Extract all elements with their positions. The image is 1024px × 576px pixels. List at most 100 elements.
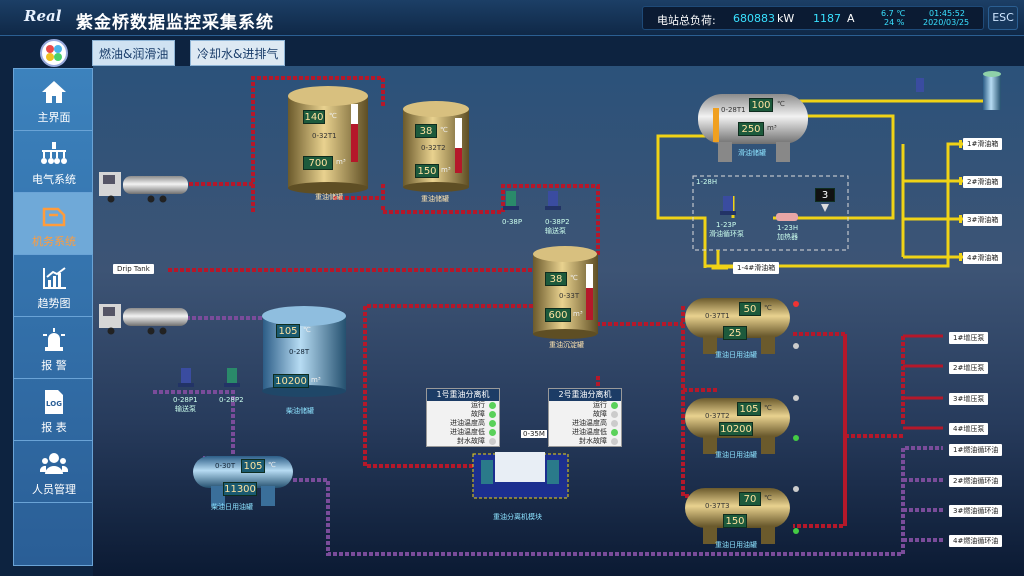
tank-t1 bbox=[288, 86, 368, 194]
separator-1-title: 1号重油分离机 bbox=[427, 389, 499, 401]
tank-day2-name: 重油日用油罐 bbox=[715, 451, 757, 459]
status-led bbox=[489, 438, 496, 445]
status-light bbox=[793, 435, 799, 441]
sidebar-item-label: 趋势图 bbox=[37, 297, 71, 310]
temp-unit: ℃ bbox=[764, 304, 772, 312]
trend-chart-icon bbox=[43, 267, 66, 289]
tank-t4-level: 10200 bbox=[273, 374, 309, 388]
separator-status-label: 运行 bbox=[593, 401, 607, 409]
pump-icon bbox=[720, 196, 736, 215]
sidebar-item-label: 报 表 bbox=[41, 421, 67, 434]
tank-day2 bbox=[685, 398, 790, 454]
status-led bbox=[611, 402, 618, 409]
circ-output-tag: 1#燃油循环油 bbox=[949, 444, 1003, 456]
temp-unit: ℃ bbox=[329, 112, 337, 120]
pump-p3-name: 输送泵 bbox=[175, 405, 196, 413]
tank-t2-level: 150 bbox=[415, 164, 439, 178]
humidity-value: 24 % bbox=[884, 18, 905, 27]
lube-heater-code: 1-23H bbox=[777, 224, 799, 232]
sidebar-item-mechanical[interactable]: 机务系统 bbox=[14, 193, 94, 255]
status-led bbox=[489, 411, 496, 418]
tank-day2-temp: 105 bbox=[737, 402, 761, 416]
status-led bbox=[611, 438, 618, 445]
tank-day3-temp: 70 bbox=[739, 492, 761, 506]
company-logo bbox=[40, 39, 68, 67]
tab-cooling-air[interactable]: 冷却水&进排气 bbox=[190, 40, 286, 66]
separator-status-label: 进油温度低 bbox=[450, 428, 485, 436]
clock-time: 01:45:52 bbox=[929, 9, 965, 18]
separator-status-label: 封水故障 bbox=[579, 437, 607, 445]
process-diagram-area: 140 ℃ 0-32T1 700 m³ 重油储罐 38 ℃ 0-32T2 150… bbox=[93, 66, 1024, 576]
sidebar-item-users[interactable]: 人员管理 bbox=[14, 441, 94, 503]
status-led bbox=[489, 420, 496, 427]
lube-box-value: 3 bbox=[815, 188, 835, 202]
temp-unit: ℃ bbox=[777, 100, 785, 108]
tank-lube-name: 滑油储罐 bbox=[738, 149, 766, 157]
tank-day1-temp: 50 bbox=[739, 302, 761, 316]
tank-t5-code: 0-30T bbox=[215, 462, 236, 470]
pump-p1-code: 0-38P bbox=[502, 218, 523, 226]
tank-t3-level: 600 bbox=[545, 308, 571, 322]
status-led bbox=[611, 411, 618, 418]
separator-status-label: 运行 bbox=[471, 401, 485, 409]
tank-day1-level: 25 bbox=[723, 326, 747, 340]
lube-total-tag: 1-4#滑油箱 bbox=[733, 262, 780, 274]
circ-output-tag: 3#燃油循环油 bbox=[949, 505, 1003, 517]
sidebar-item-home[interactable]: 主界面 bbox=[14, 69, 94, 131]
lube-pump-code: 1-23P bbox=[716, 221, 737, 229]
tanker-truck-icon bbox=[99, 304, 188, 335]
lube-output-tag: 3#滑油箱 bbox=[963, 214, 1003, 226]
status-bar: 电站总负荷: 680883 kW 1187 A 6.7 ℃ 24 % 01:45… bbox=[642, 6, 984, 30]
pump-p3-code: 0-28P1 bbox=[173, 396, 198, 404]
separator-status-label: 封水故障 bbox=[457, 437, 485, 445]
separator-status-label: 故障 bbox=[593, 410, 607, 418]
tank-lube-code: 0-28T1 bbox=[721, 106, 746, 114]
temp-unit: ℃ bbox=[303, 326, 311, 334]
tank-t4-name: 柴油储罐 bbox=[286, 407, 314, 415]
load-unit: kW bbox=[777, 12, 795, 25]
status-led bbox=[489, 429, 496, 436]
home-icon bbox=[42, 81, 66, 103]
status-led bbox=[611, 429, 618, 436]
booster-output-tag: 2#增压泵 bbox=[949, 362, 989, 374]
booster-output-tag: 4#增压泵 bbox=[949, 423, 989, 435]
volume-unit: m³ bbox=[767, 124, 777, 132]
tank-t5-level: 11300 bbox=[223, 482, 257, 496]
sidebar-item-label: 机务系统 bbox=[32, 235, 76, 248]
booster-pipes bbox=[903, 334, 943, 430]
logo-dots-icon bbox=[46, 45, 62, 61]
separator-status-label: 进油温度低 bbox=[572, 428, 607, 436]
tab-bar: 燃油&润滑油 冷却水&进排气 bbox=[92, 38, 292, 66]
separator-module bbox=[472, 452, 569, 499]
sidebar-item-alarm[interactable]: 报 警 bbox=[14, 317, 94, 379]
pipe-diagram bbox=[99, 71, 1001, 556]
app-logo: Real bbox=[24, 7, 62, 25]
sidebar-item-electric[interactable]: 电气系统 bbox=[14, 131, 94, 193]
tank-day1 bbox=[685, 298, 790, 354]
booster-output-tag: 3#增压泵 bbox=[949, 393, 989, 405]
sensor-icon bbox=[821, 204, 829, 212]
sidebar-item-trend[interactable]: 趋势图 bbox=[14, 255, 94, 317]
sidebar-item-report[interactable]: LOG 报 表 bbox=[14, 379, 94, 441]
tab-fuel-lube[interactable]: 燃油&润滑油 bbox=[92, 40, 176, 66]
total-load-label: 电站总负荷: bbox=[657, 14, 716, 27]
clock-date: 2020/03/25 bbox=[923, 18, 970, 27]
total-load-value: 680883 bbox=[733, 12, 775, 25]
current-value: 1187 bbox=[813, 12, 841, 25]
pump-icon bbox=[178, 368, 194, 387]
status-light bbox=[793, 486, 799, 492]
volume-unit: m³ bbox=[441, 166, 451, 174]
pump-icon bbox=[545, 191, 561, 210]
separator-unit-name: 重油分离机模块 bbox=[493, 513, 542, 521]
esc-button[interactable]: ESC bbox=[988, 6, 1018, 30]
svg-text:LOG: LOG bbox=[46, 400, 62, 408]
separator-status-label: 进油温度高 bbox=[450, 419, 485, 427]
tank-t3-code: 0-33T bbox=[559, 292, 580, 300]
tank-day3 bbox=[685, 488, 790, 544]
temp-unit: ℃ bbox=[764, 494, 772, 502]
tank-lube-level: 250 bbox=[738, 122, 764, 136]
volume-unit: m³ bbox=[311, 376, 321, 384]
volume-unit: m³ bbox=[573, 310, 583, 318]
title-bar: Real 紫金桥数据监控采集系统 电站总负荷: 680883 kW 1187 A… bbox=[0, 0, 1024, 36]
alarm-light-icon bbox=[43, 328, 65, 351]
